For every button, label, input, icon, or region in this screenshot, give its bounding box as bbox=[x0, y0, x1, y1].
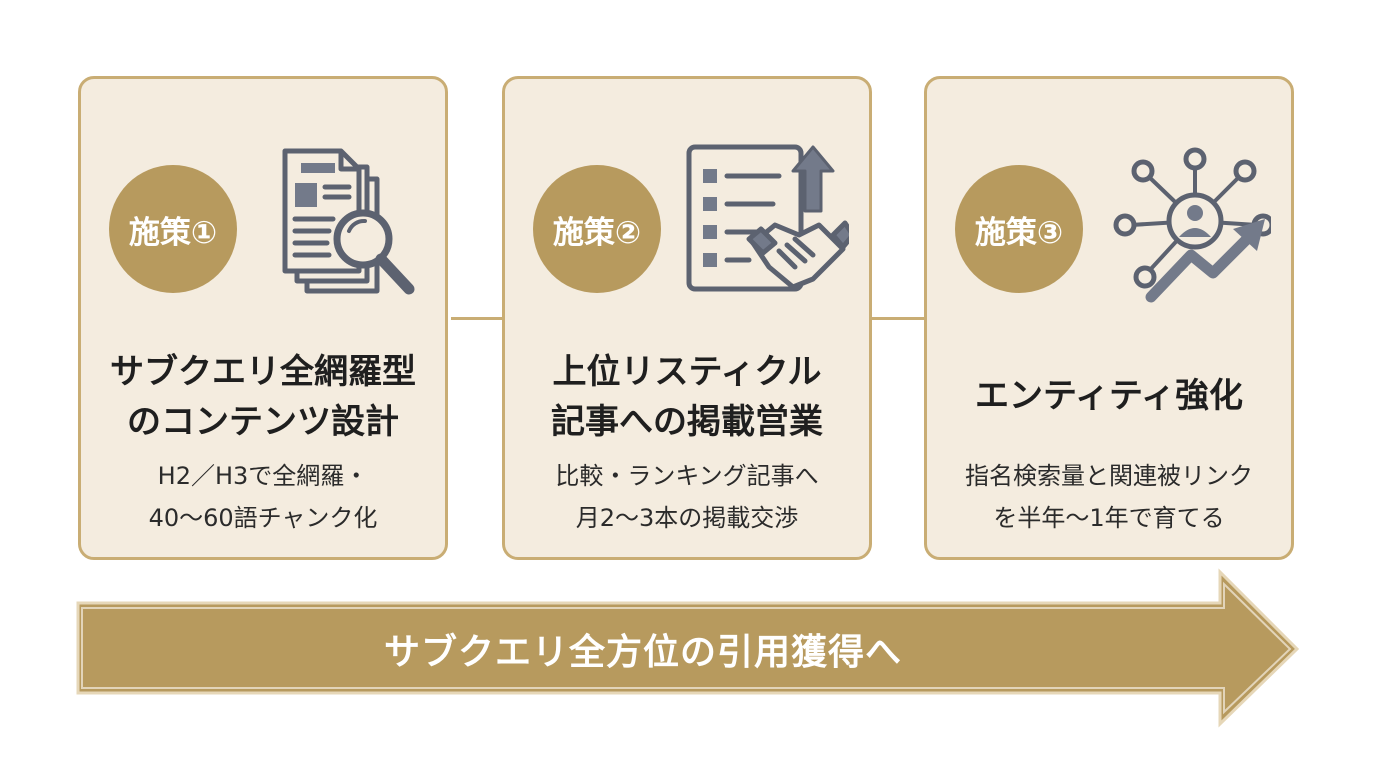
step-desc-1: H2／H3で全網羅・ 40〜60語チャンク化 bbox=[148, 462, 378, 532]
documents-search-icon bbox=[282, 148, 415, 295]
step-desc-3: 指名検索量と関連被リンク を半年〜1年で育てる bbox=[965, 462, 1253, 532]
step-card-2: 施策② 上位リスティクル 記事への掲載営業 比較・ランキング記事へ bbox=[502, 76, 872, 560]
step-desc-2: 比較・ランキング記事へ 月2〜3本の掲載交渉 bbox=[555, 462, 819, 532]
connector-1-2 bbox=[451, 317, 505, 320]
step-badge-1: 施策① bbox=[109, 165, 237, 293]
network-growth-icon bbox=[1113, 147, 1271, 303]
step-title-1: サブクエリ全網羅型 のコンテンツ設計 bbox=[110, 352, 416, 442]
step-card-3: 施策③ エンティティ強化 指名検索量と関連被リンク を半年〜1年で育てる bbox=[924, 76, 1294, 560]
checklist-handshake-icon bbox=[686, 144, 849, 292]
step-card-1: 施策① サブクエリ全網羅型 のコンテンツ設計 H2／H3で全網羅・ 40〜60語… bbox=[78, 76, 448, 560]
step-badge-2: 施策② bbox=[533, 165, 661, 293]
step-title-2: 上位リスティクル 記事への掲載営業 bbox=[551, 352, 823, 442]
connector-2-3 bbox=[872, 317, 926, 320]
step-title-3: エンティティ強化 bbox=[975, 376, 1243, 416]
step-badge-3: 施策③ bbox=[955, 165, 1083, 293]
outcome-label: サブクエリ全方位の引用獲得へ bbox=[383, 632, 902, 673]
